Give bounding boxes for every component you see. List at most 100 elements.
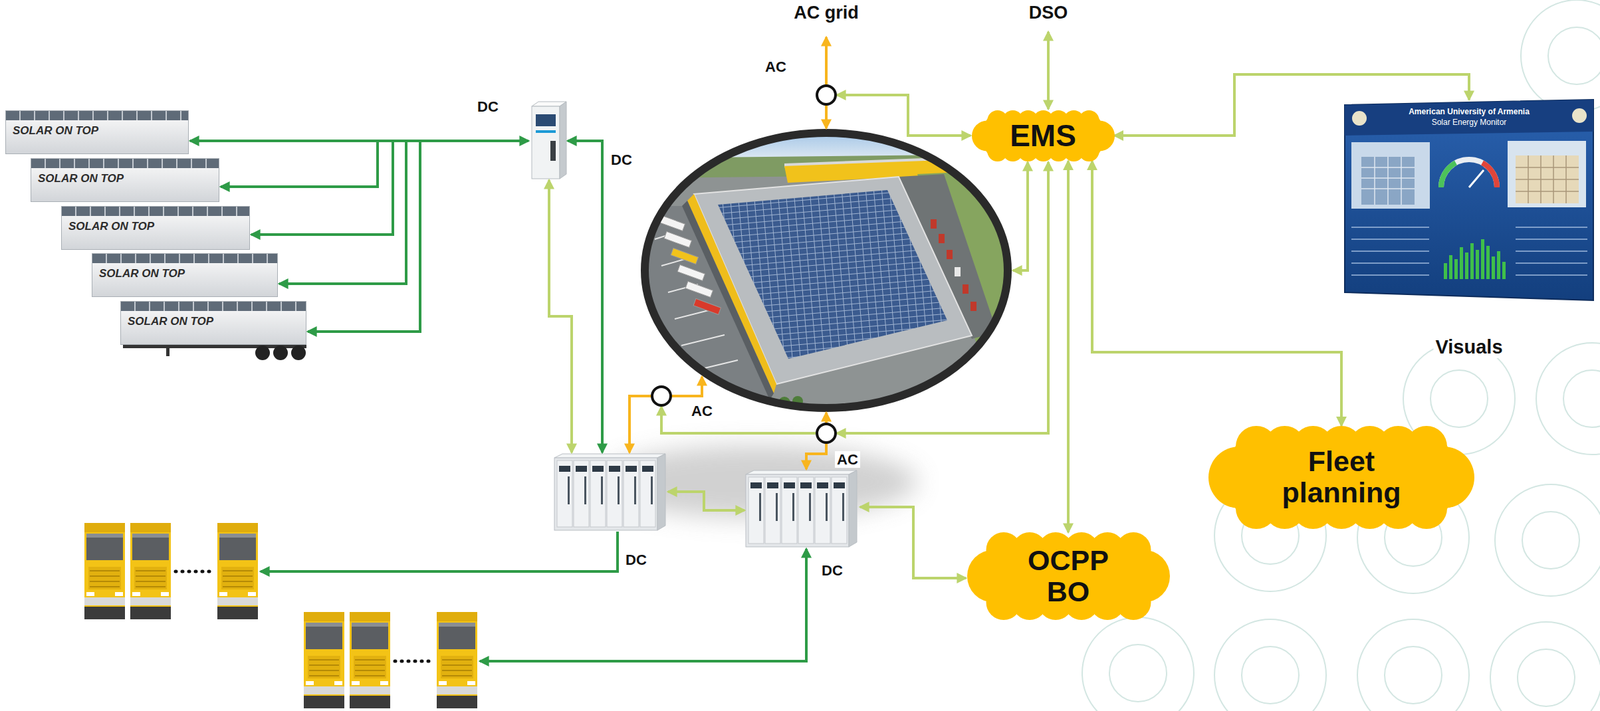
truck-front <box>217 523 258 620</box>
charger-body <box>531 106 560 179</box>
ac-wire <box>670 376 702 397</box>
decor-rings <box>1082 0 1600 711</box>
decor-ring <box>1384 646 1442 704</box>
screen-title: American University of Armenia <box>1406 107 1532 117</box>
meter-points <box>652 85 836 443</box>
building-photo <box>1351 142 1430 209</box>
docked-truck <box>685 281 713 298</box>
cloud-bump <box>1401 471 1451 521</box>
decor-ring <box>1430 370 1488 428</box>
service-name: OCPP BO <box>1008 545 1129 609</box>
truck-front <box>349 612 391 709</box>
car <box>946 249 953 260</box>
decor-ring <box>1490 622 1600 711</box>
photo-frame <box>644 132 1008 409</box>
bar <box>1486 245 1490 280</box>
bar <box>1481 239 1485 280</box>
flow-label: DC <box>623 551 649 569</box>
dc-wire <box>220 140 378 187</box>
docked-truck <box>693 298 721 315</box>
control-link <box>661 406 816 434</box>
dc-wire <box>279 140 407 284</box>
charger-cabinet <box>554 454 666 531</box>
cloud-shape <box>971 110 1115 162</box>
charger-holster <box>550 140 556 161</box>
logo <box>1352 111 1367 126</box>
control-links <box>549 31 1049 579</box>
decor-ring <box>1563 370 1600 428</box>
control-link <box>836 95 971 136</box>
gauge <box>1441 162 1456 188</box>
bar-chart <box>1443 239 1506 280</box>
trailer-brand: SOLAR ON TOP <box>12 124 99 138</box>
control-link <box>1114 74 1470 136</box>
bar <box>1449 255 1453 280</box>
ellipsis-dots <box>394 660 433 664</box>
control-link <box>668 491 745 511</box>
charger-side <box>559 101 567 179</box>
service-cloud: EMS <box>971 110 1115 162</box>
bar <box>1459 247 1464 280</box>
solar-trailer: SOLAR ON TOP <box>5 110 189 155</box>
service-name: EMS <box>1009 118 1077 153</box>
ac-wire <box>824 104 828 129</box>
dc-wire <box>260 531 618 572</box>
decor-ring <box>1536 342 1600 455</box>
car <box>930 219 937 229</box>
dc-wires <box>190 140 807 662</box>
dc-charger <box>531 101 567 179</box>
bar <box>1443 263 1448 280</box>
flow-label: DC <box>475 98 501 115</box>
node-heading: Visuals <box>1433 336 1505 359</box>
flow-label: AC <box>763 58 789 76</box>
bar <box>1491 256 1495 280</box>
ac-wire <box>629 396 653 453</box>
car <box>954 267 961 277</box>
decor-ring <box>1548 27 1600 85</box>
screen-subtitle: Solar Energy Monitor <box>1429 118 1509 128</box>
decor-ring <box>1522 511 1580 570</box>
dashboard-screen <box>1344 99 1594 301</box>
car <box>962 284 969 294</box>
service-cloud: Fleet planning <box>1208 426 1475 530</box>
screen-body <box>1344 99 1594 301</box>
decor-ring <box>1109 644 1167 702</box>
trailer-chassis <box>122 344 307 361</box>
truck-front <box>303 612 345 709</box>
bar <box>1470 243 1474 280</box>
control-link <box>836 162 1049 434</box>
flow-label: DC <box>819 562 845 579</box>
dc-wire <box>251 140 393 235</box>
cloud-bump <box>1231 471 1281 521</box>
service-name: Fleet planning <box>1255 446 1428 510</box>
charger-cabinet <box>745 470 857 548</box>
landing-leg <box>166 346 170 357</box>
ac-wire <box>824 37 828 86</box>
decor-ring <box>1082 617 1194 711</box>
bar <box>1475 249 1480 280</box>
decor-ring <box>1214 619 1327 711</box>
building <box>1361 156 1415 205</box>
truck-front <box>84 523 125 620</box>
docked-trucks <box>657 214 721 315</box>
dashboard-panel: American University of ArmeniaSolar Ener… <box>1344 99 1594 366</box>
building-photo <box>1507 140 1587 208</box>
ac-wire <box>824 412 828 425</box>
trailer-brand: SOLAR ON TOP <box>127 315 214 329</box>
dc-wire <box>479 549 807 662</box>
ground <box>641 129 1014 416</box>
flow-label: DSO <box>1027 2 1071 24</box>
control-link <box>1092 161 1342 427</box>
ellipsis-dots <box>175 570 213 574</box>
bar <box>1465 252 1469 280</box>
gauge-needle <box>1469 170 1484 188</box>
building <box>1515 155 1579 204</box>
control-link <box>860 507 966 579</box>
dc-wire <box>190 139 529 143</box>
solar-trailer: SOLAR ON TOP <box>61 206 250 250</box>
solar-trailer: SOLAR ON TOP <box>120 301 307 345</box>
trailer-brand: SOLAR ON TOP <box>99 267 185 281</box>
ac-wire <box>806 442 827 470</box>
